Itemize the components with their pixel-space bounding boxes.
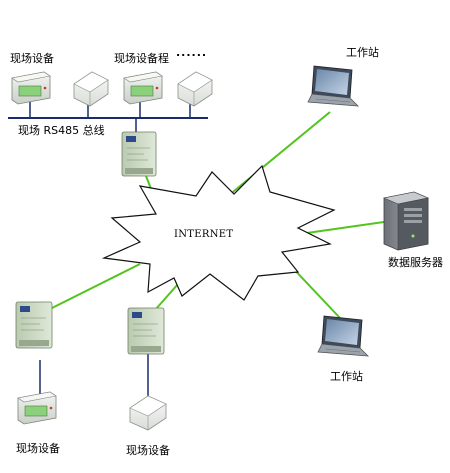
field-device-box-bottom [129, 395, 167, 431]
label-field-device-top-mid: 现场设备程 [114, 52, 169, 65]
label-workstation-top: 工作站 [346, 46, 379, 59]
converter-bottom-mid [127, 307, 165, 355]
link-db-server [299, 221, 385, 235]
field-device-meter-top-left [11, 71, 51, 105]
label-field-device-bottom-mid: 现场设备 [126, 444, 170, 457]
rs485-bus [8, 102, 208, 398]
converter-bottom-left [15, 301, 53, 349]
label-internet: INTERNET [174, 229, 234, 240]
converter-top [121, 131, 157, 177]
field-device-box-1 [73, 71, 109, 107]
link-workstation-top [227, 111, 331, 197]
label-rs485-bus: 现场 RS485 总线 [18, 124, 105, 137]
field-device-meter-top-mid [123, 71, 163, 105]
label-db-server: 数据服务器 [388, 256, 443, 269]
label-field-device-top-left: 现场设备 [10, 52, 54, 65]
internet-cloud [101, 164, 336, 301]
laptop-icon-bottom [317, 315, 370, 357]
field-device-box-2 [177, 71, 213, 107]
label-field-device-bottom-left: 现场设备 [16, 442, 60, 455]
laptop-icon-top [307, 65, 360, 107]
label-workstation-bottom: 工作站 [330, 370, 363, 383]
link-converter-bottom-left [43, 263, 141, 313]
field-device-meter-bottom-left [17, 391, 57, 425]
server-icon [382, 191, 430, 251]
label-ellipsis: ...... [176, 46, 208, 59]
